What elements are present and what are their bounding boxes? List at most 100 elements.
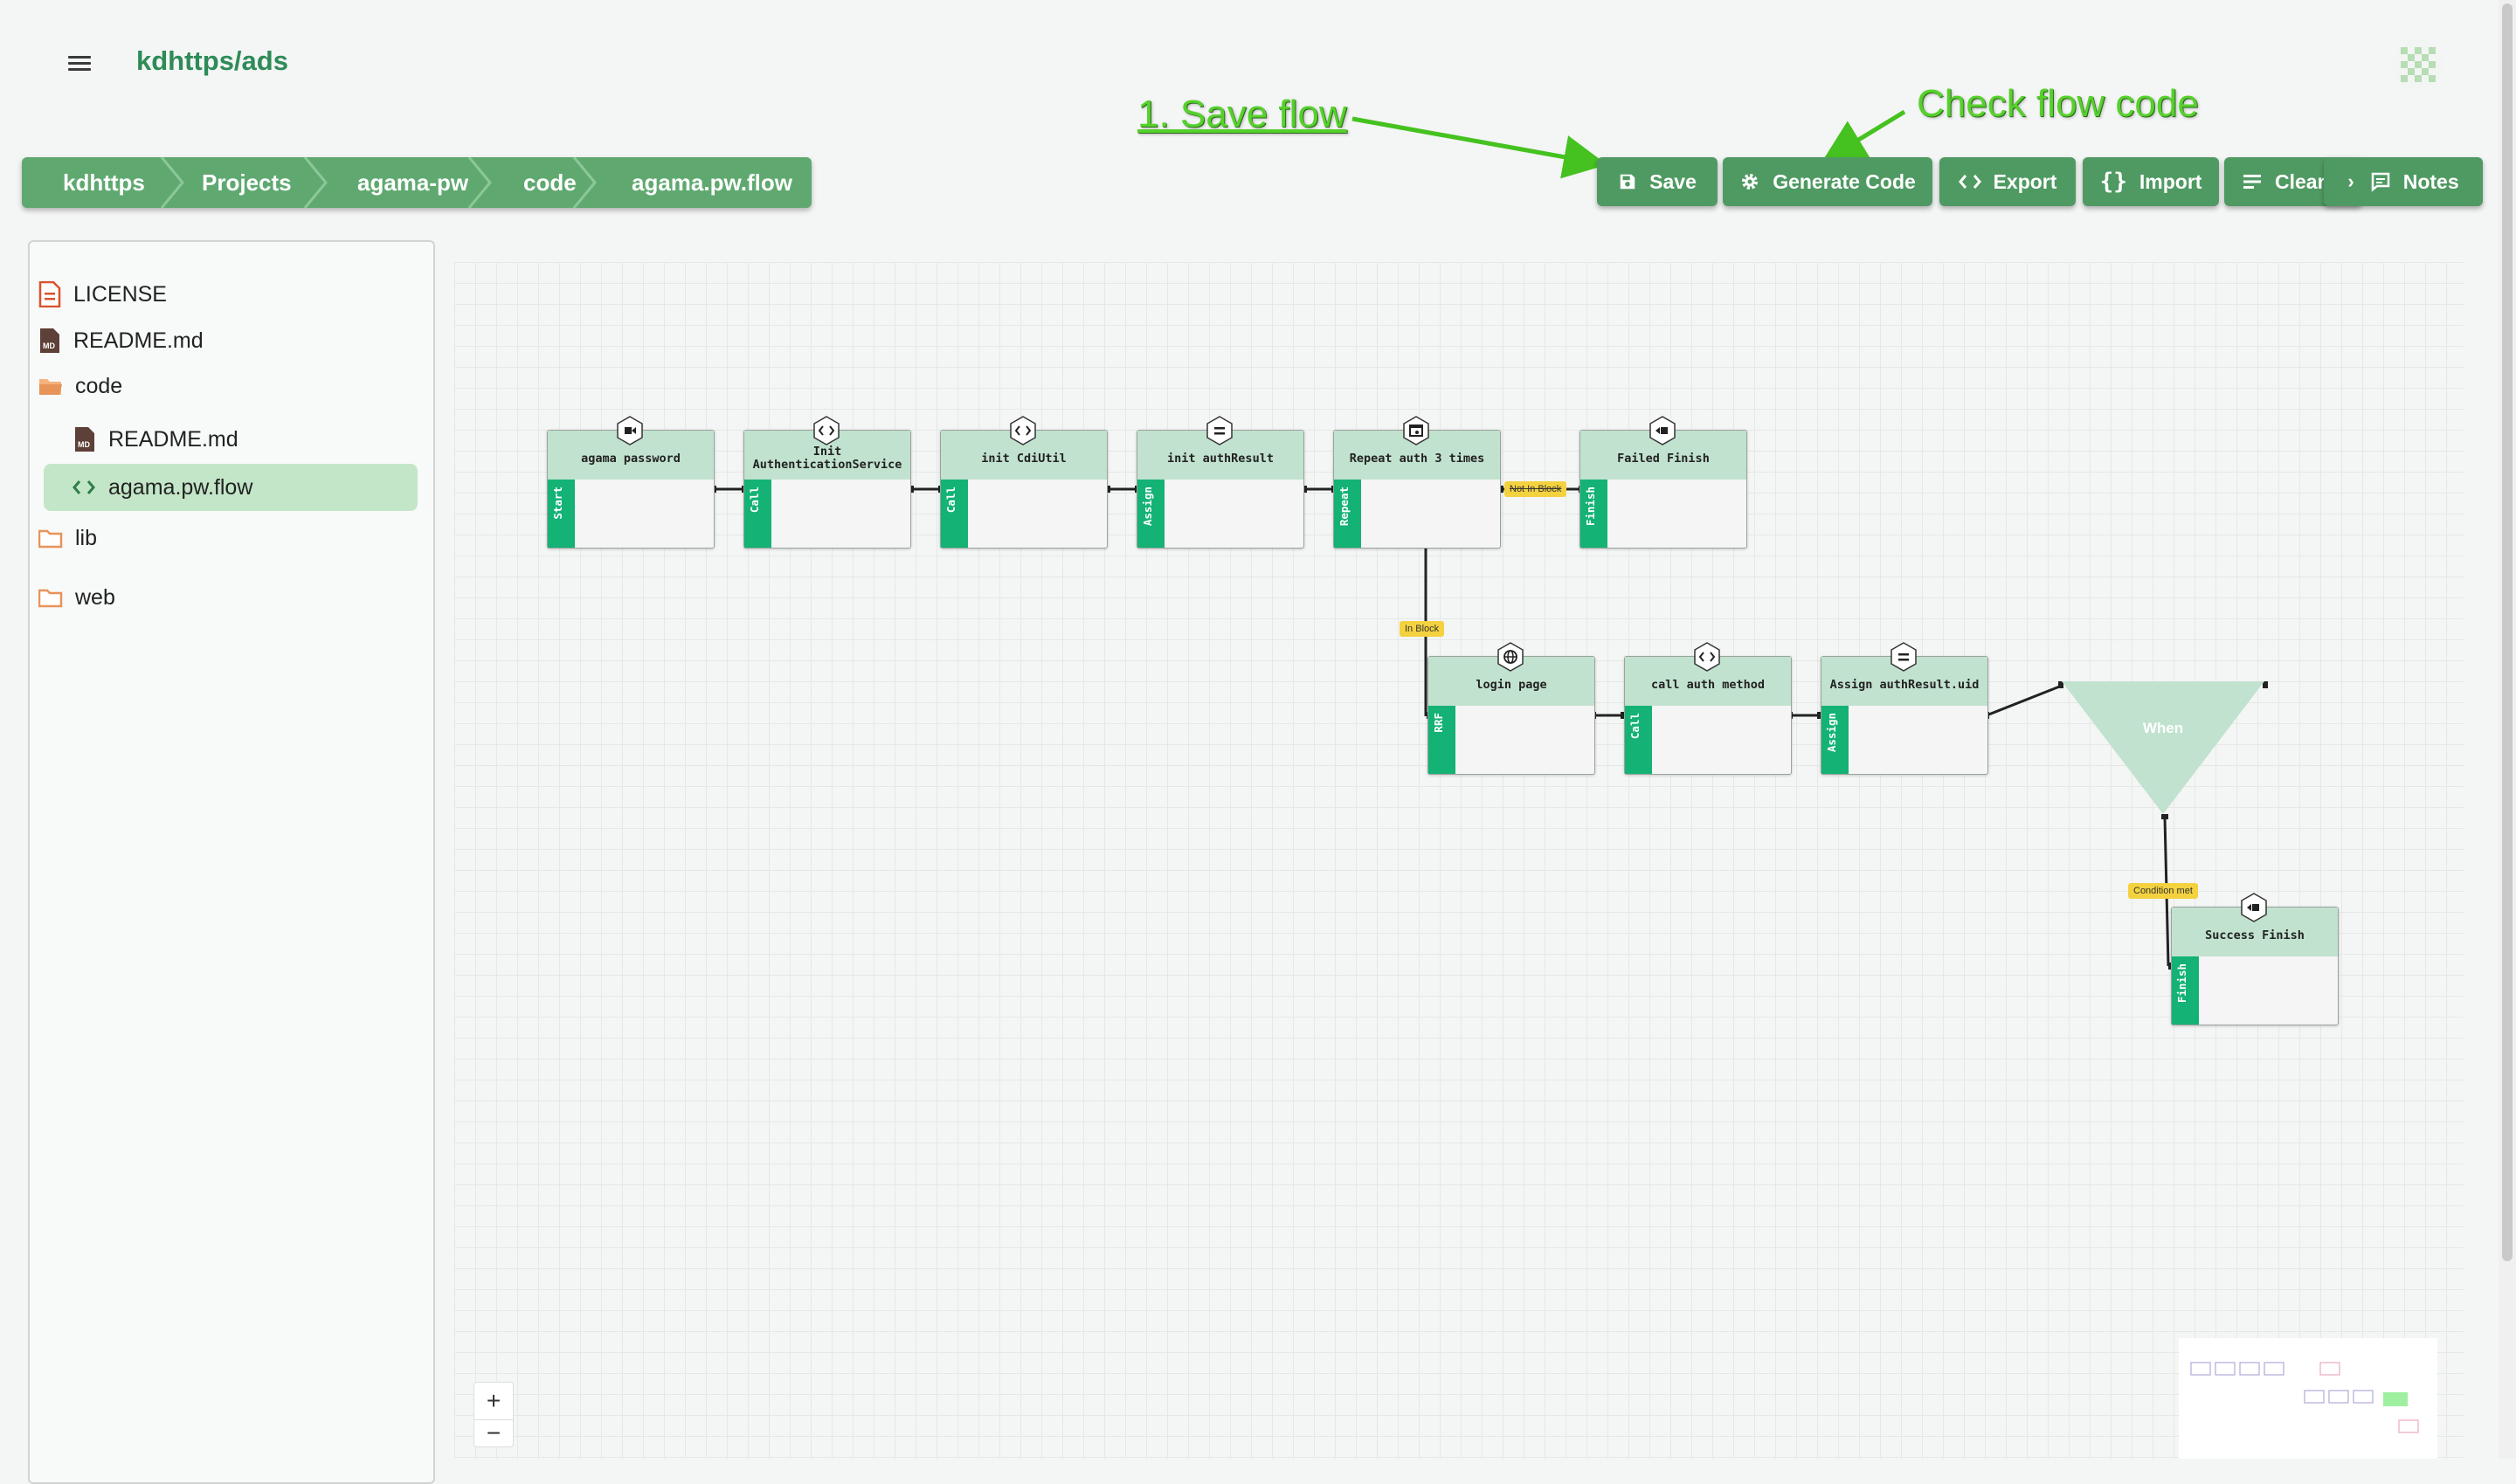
node-type-bar xyxy=(1821,706,1849,774)
svg-text:MD: MD xyxy=(43,342,55,350)
repo-title[interactable]: kdhttps/ads xyxy=(136,45,288,76)
floppy-disk-icon xyxy=(1620,174,1635,190)
node-init-authentication-service[interactable]: Init AuthenticationService Call xyxy=(743,430,911,549)
node-agama-password[interactable]: agama password Start xyxy=(547,430,715,549)
node-type-label: Assign xyxy=(1825,713,1838,753)
file-item-readme[interactable]: MD README.md xyxy=(38,328,204,354)
node-type-label: Finish xyxy=(2175,963,2188,1004)
code-brackets-icon xyxy=(1958,175,1981,189)
folder-open-icon xyxy=(39,378,62,395)
folder-label: web xyxy=(75,585,115,610)
notes-button[interactable]: › Notes xyxy=(2324,157,2483,206)
node-type-label: Start xyxy=(551,487,564,520)
breadcrumb-item-kdhttps[interactable]: kdhttps xyxy=(22,157,184,208)
zoom-in-button[interactable]: + xyxy=(474,1383,513,1420)
node-login-page[interactable]: login page RRF xyxy=(1427,656,1595,775)
file-item-flow-selected[interactable]: agama.pw.flow xyxy=(44,464,418,511)
code-call-icon xyxy=(813,416,840,445)
node-failed-finish[interactable]: Failed Finish Finish xyxy=(1579,430,1747,549)
breadcrumb-item-flow[interactable]: agama.pw.flow xyxy=(595,157,812,208)
finish-node-icon xyxy=(1649,416,1676,445)
breadcrumb-label: agama-pw xyxy=(357,169,469,196)
assign-equals-icon xyxy=(1890,642,1917,672)
file-label: README.md xyxy=(108,426,238,452)
notes-label: Notes xyxy=(2402,169,2459,193)
file-label: LICENSE xyxy=(73,281,167,307)
zoom-out-button[interactable]: − xyxy=(486,1419,501,1446)
repeat-calendar-icon xyxy=(1403,416,1429,445)
document-icon xyxy=(38,281,61,307)
globe-icon xyxy=(1497,642,1524,672)
markdown-file-icon: MD xyxy=(75,427,94,452)
user-avatar[interactable] xyxy=(2392,38,2444,91)
minimap[interactable] xyxy=(2179,1338,2437,1459)
save-button-label: Save xyxy=(1649,169,1697,193)
node-type-label: Call xyxy=(748,487,761,514)
note-icon xyxy=(2371,172,2389,192)
minimap-preview xyxy=(2190,1362,2419,1433)
annotation-arrows xyxy=(1351,109,1906,179)
clear-lines-icon xyxy=(2243,175,2261,189)
chevron-separator-icon xyxy=(572,157,597,208)
assign-equals-icon xyxy=(1206,416,1233,445)
import-label: Import xyxy=(2139,169,2202,193)
node-assign-authresult-uid[interactable]: Assign authResult.uid Assign xyxy=(1821,656,1988,775)
edge-label-not-in-block: Not In Block xyxy=(1504,481,1567,497)
node-type-label: Finish xyxy=(1584,487,1597,527)
node-type-bar xyxy=(744,480,771,548)
chevron-right-icon: › xyxy=(2347,170,2354,192)
annotation-save-flow: 1. Save flow xyxy=(1137,93,1347,135)
node-init-cdiutil[interactable]: init CdiUtil Call xyxy=(940,430,1108,549)
breadcrumb-label: agama.pw.flow xyxy=(632,169,792,196)
curly-braces-icon: {} xyxy=(2099,169,2127,195)
node-init-authresult[interactable]: init authResult Assign xyxy=(1137,430,1304,549)
node-call-auth-method[interactable]: call auth method Call xyxy=(1624,656,1792,775)
export-label: Export xyxy=(1993,169,2057,193)
node-type-bar xyxy=(941,480,968,548)
hamburger-menu-icon[interactable] xyxy=(68,52,91,72)
markdown-file-icon: MD xyxy=(40,328,59,353)
gear-icon xyxy=(1742,174,1759,190)
node-type-label: RRF xyxy=(1432,713,1445,733)
node-type-bar xyxy=(1334,480,1361,548)
breadcrumb-item-agama-pw[interactable]: agama-pw xyxy=(326,157,492,208)
file-label: agama.pw.flow xyxy=(108,474,253,500)
code-call-icon xyxy=(1010,416,1036,445)
node-type-label: Repeat xyxy=(1337,487,1351,527)
node-type-bar xyxy=(1580,480,1607,548)
folder-icon xyxy=(38,529,63,548)
node-type-bar xyxy=(1137,480,1165,548)
code-call-icon xyxy=(1694,642,1720,672)
node-type-label: Assign xyxy=(1141,487,1154,527)
node-when-condition[interactable] xyxy=(2058,678,2268,818)
code-brackets-icon xyxy=(73,480,95,494)
breadcrumb-item-projects[interactable]: Projects xyxy=(183,157,328,208)
breadcrumb-label: code xyxy=(523,169,577,196)
chevron-separator-icon xyxy=(467,157,492,208)
generate-code-button[interactable]: Generate Code xyxy=(1723,157,1932,206)
node-repeat-auth[interactable]: Repeat auth 3 times Repeat xyxy=(1333,430,1501,549)
folder-item-code[interactable]: code xyxy=(38,374,122,399)
edge-label-in-block: In Block xyxy=(1400,621,1445,637)
file-item-code-readme[interactable]: MD README.md xyxy=(73,426,238,452)
breadcrumb-label: kdhttps xyxy=(63,169,145,196)
node-type-bar xyxy=(1428,706,1455,774)
start-node-icon xyxy=(617,416,643,445)
save-button[interactable]: Save xyxy=(1597,157,1718,206)
folder-item-web[interactable]: web xyxy=(38,585,115,611)
scrollbar-thumb[interactable] xyxy=(2502,3,2513,1261)
folder-item-lib[interactable]: lib xyxy=(38,526,97,551)
breadcrumb-item-code[interactable]: code xyxy=(490,157,597,208)
clear-label: Clear xyxy=(2275,169,2326,193)
import-button[interactable]: {} Import xyxy=(2083,157,2219,206)
breadcrumb-label: Projects xyxy=(202,169,292,196)
export-button[interactable]: Export xyxy=(1939,157,2076,206)
file-item-license[interactable]: LICENSE xyxy=(38,281,167,307)
breadcrumb: kdhttps Projects agama-pw code agama.pw.… xyxy=(22,157,812,208)
chevron-separator-icon xyxy=(160,157,184,208)
node-type-bar xyxy=(548,480,575,548)
node-success-finish[interactable]: Success Finish Finish xyxy=(2171,907,2339,1025)
file-label: README.md xyxy=(73,328,204,353)
node-title: Init AuthenticationService xyxy=(744,431,910,480)
node-when-label: When xyxy=(2142,720,2184,736)
